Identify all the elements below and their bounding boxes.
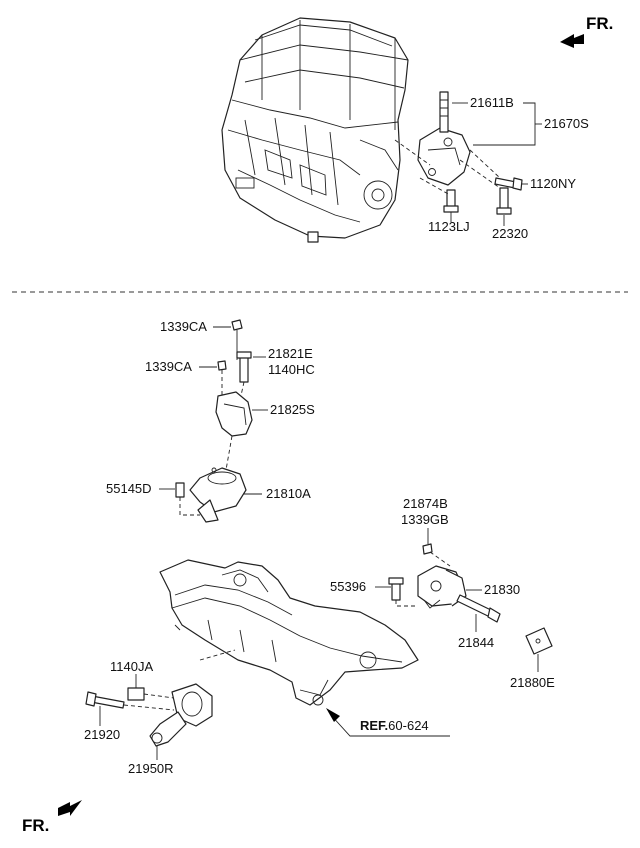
bolt-21920 [85,691,125,709]
reference-prefix: REF. [360,718,389,733]
bolt-1120NY [494,177,523,191]
part-label-21670S[interactable]: 21670S [544,116,589,131]
engine-block [221,17,409,243]
part-label-1140JA[interactable]: 1140JA [110,659,154,674]
part-label-1140HC[interactable]: 1140HC [268,362,315,377]
part-label-21825S[interactable]: 21825S [270,402,315,417]
part-label-21920[interactable]: 21920 [84,727,121,742]
fr-arrow-bottom-icon [58,800,82,816]
part-label-21880E[interactable]: 21880E [510,675,555,690]
bolt-21844 [456,594,501,623]
part-label-55145D[interactable]: 55145D [106,481,152,496]
bolt-1339CA-lower [217,360,227,371]
ref-arrow-icon [326,708,340,722]
part-label-21874B[interactable]: 21874B [403,496,448,511]
bolt-1123LJ [443,189,459,213]
part-label-55396[interactable]: 55396 [330,579,367,594]
part-label-21821E[interactable]: 21821E [268,346,313,361]
bolt-22320 [496,187,512,215]
part-label-1339GB[interactable]: 1339GB [401,512,449,527]
bolt-1339GB [422,543,433,555]
part-label-1339CA-lower[interactable]: 1339CA [145,359,192,374]
bolt-21821E [236,351,252,383]
heat-protector-21880E [525,627,553,655]
reference-link[interactable]: REF.60-624 [360,718,429,733]
part-label-22320[interactable]: 22320 [492,226,529,241]
part-label-21611B[interactable]: 21611B [470,95,514,110]
mount-insulator-21810A [189,467,247,523]
bolt-55396 [388,577,404,601]
part-label-1339CA-upper[interactable]: 1339CA [160,319,207,334]
part-label-21810A[interactable]: 21810A [266,486,311,501]
part-label-21950R[interactable]: 21950R [128,761,174,776]
bolt-55145D [175,482,185,498]
fr-arrow-top-icon [560,34,584,48]
bracket-21825S [215,391,253,437]
fr-label-top: FR. [586,14,614,33]
part-label-1123LJ[interactable]: 1123LJ [428,219,470,234]
part-label-1120NY[interactable]: 1120NY [530,176,577,191]
part-label-21844[interactable]: 21844 [458,635,495,650]
reference-number: 60-624 [388,718,429,733]
engine-mount-bracket-21670S [417,91,471,186]
fr-label-bottom: FR. [22,816,50,835]
bolt-1140JA [127,687,145,701]
part-label-21830[interactable]: 21830 [484,582,521,597]
sub-frame [159,559,419,706]
roll-rod-21950R [149,683,213,747]
